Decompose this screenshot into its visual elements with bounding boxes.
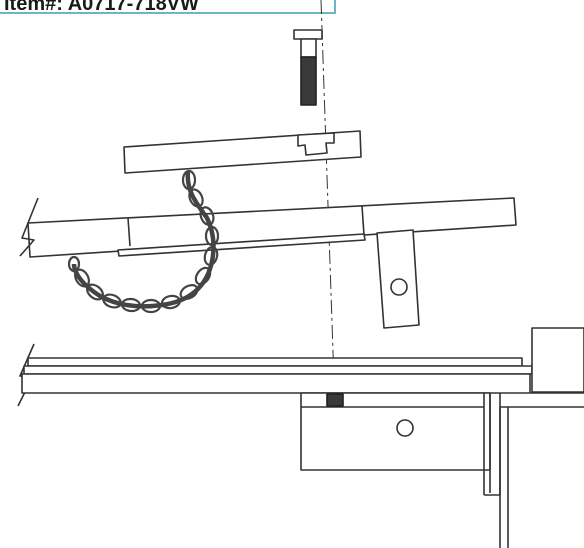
bolt-thread <box>300 56 317 106</box>
break-mark-top <box>19 197 39 257</box>
chain <box>71 171 216 309</box>
vertical-post <box>489 393 584 548</box>
top-clamp-plate <box>123 130 362 174</box>
thread-insert <box>326 393 344 407</box>
tab-hole <box>390 278 408 296</box>
bracket-hole <box>396 419 414 437</box>
end-cap-block <box>531 327 584 393</box>
hinge-leaf-beam <box>27 197 517 329</box>
lower-bracket <box>300 392 501 496</box>
bottom-rail <box>21 327 584 394</box>
item-number-label: Item#: A0717-718VW <box>0 0 336 14</box>
chain-links <box>67 169 220 314</box>
bolt <box>293 29 323 106</box>
